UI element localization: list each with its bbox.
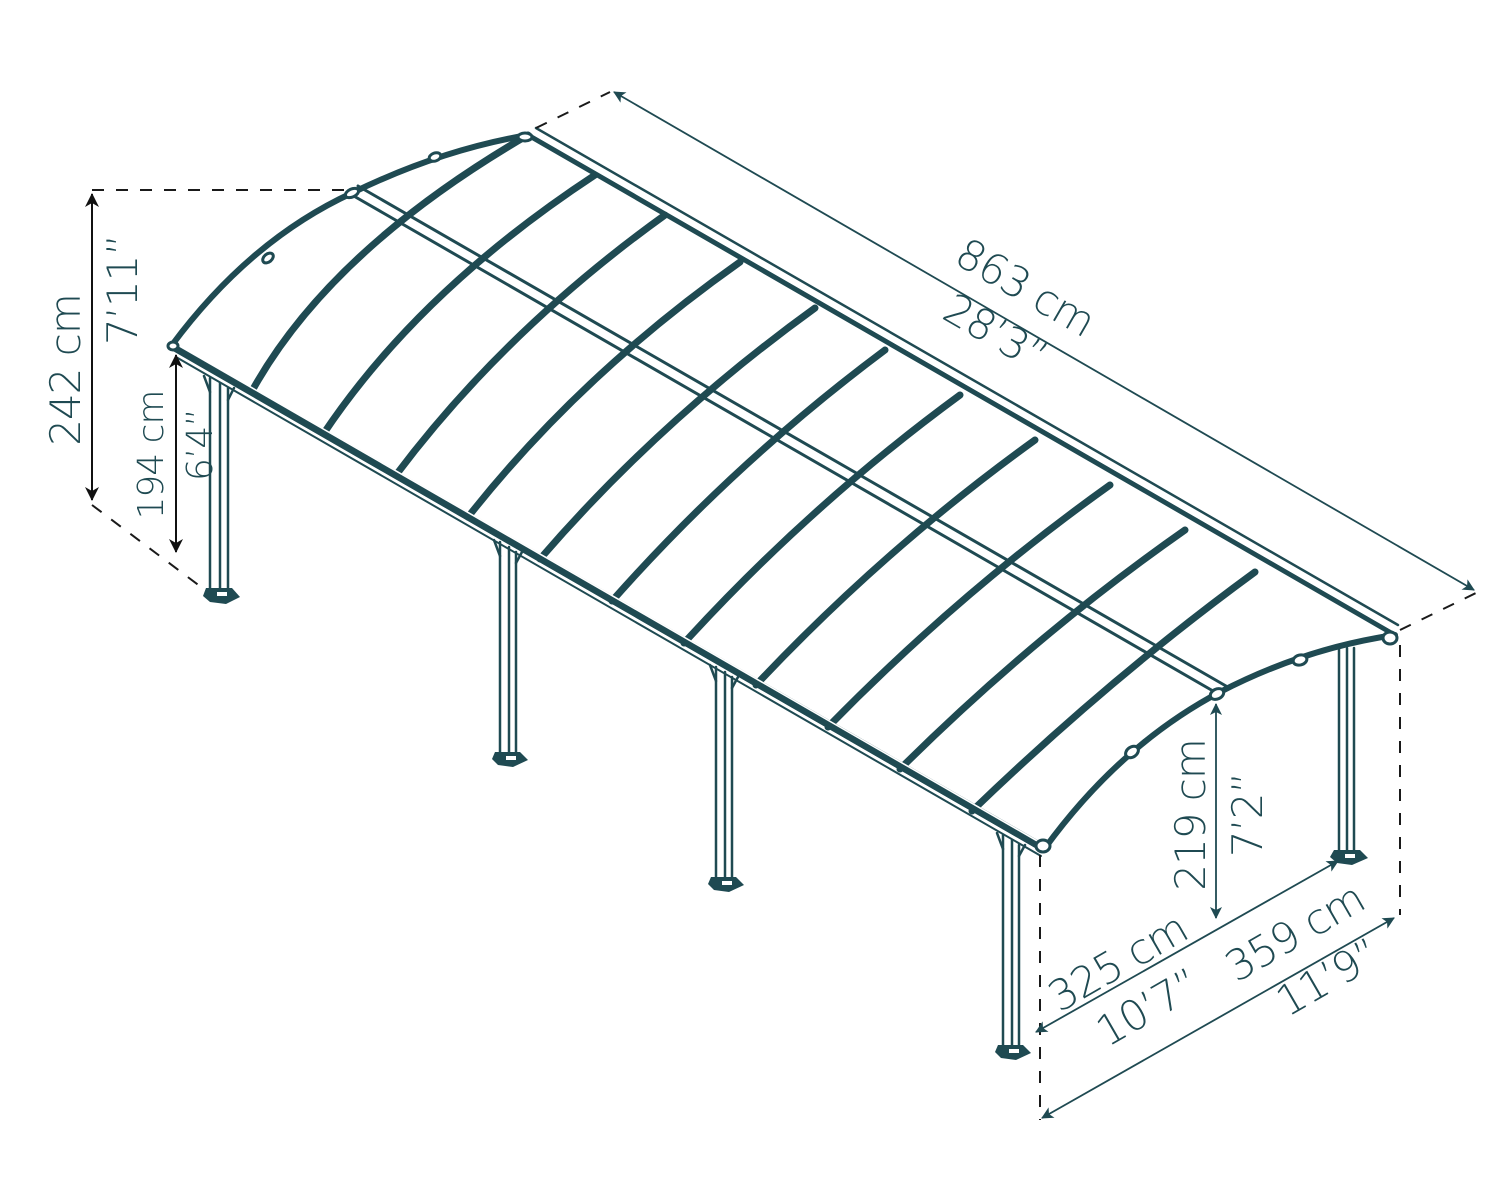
dimension-labels: 242 cm 7’11” 194 cm 6’4” 863 cm 28’3” 21…	[41, 228, 1388, 1056]
arc-connectors	[166, 131, 1399, 854]
post-5	[1330, 646, 1368, 865]
post-4	[995, 831, 1031, 1060]
dashed-guides	[91, 91, 1479, 1120]
post-1	[202, 374, 240, 604]
total-height-metric: 242 cm	[41, 294, 90, 446]
roof-ribs	[248, 131, 1259, 815]
posts	[202, 374, 1368, 1060]
post-3	[708, 663, 744, 892]
dimension-lines	[85, 91, 1475, 1119]
front-beam	[170, 343, 1049, 857]
post-2	[492, 538, 528, 767]
clearance-height-metric: 219 cm	[1166, 739, 1215, 891]
right-end-arch	[1042, 632, 1398, 851]
side-height-imperial: 6’4”	[180, 409, 221, 481]
back-beam	[525, 126, 1400, 638]
total-height-imperial: 7’11”	[98, 235, 147, 345]
clearance-height-imperial: 7’2”	[1223, 773, 1272, 858]
side-height-metric: 194 cm	[131, 390, 172, 519]
